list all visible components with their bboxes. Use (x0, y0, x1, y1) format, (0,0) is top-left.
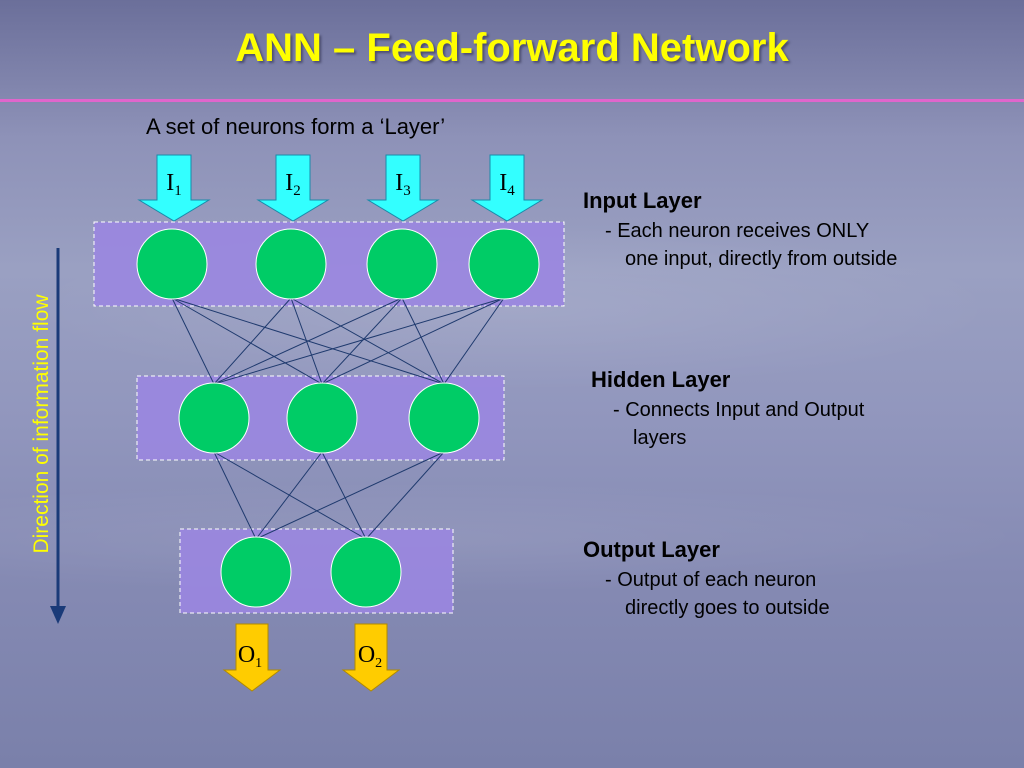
input-label-main: I (395, 170, 403, 196)
input-label-sub: 2 (293, 183, 301, 199)
hidden-neurons (178, 382, 480, 454)
input-neuron (136, 228, 208, 300)
output-neuron (220, 536, 292, 608)
hidden-neuron (286, 382, 358, 454)
hidden-neuron (178, 382, 250, 454)
svg-text:I1: I1 (166, 170, 182, 199)
slide-title: ANN – Feed-forward Network (235, 26, 789, 70)
svg-text:O1: O1 (238, 642, 262, 671)
output-label-main: O (238, 642, 255, 668)
input-neurons (136, 228, 540, 300)
input-label-sub: 1 (174, 183, 182, 199)
input-neuron (366, 228, 438, 300)
input-layer-description: Input Layer - Each neuron receives ONLY … (583, 188, 897, 271)
output-neuron (330, 536, 402, 608)
input-arrow-4: I4 (470, 154, 544, 222)
input-arrow-3: I3 (366, 154, 440, 222)
connections-input-hidden (171, 297, 505, 385)
output-label-sub: 1 (255, 656, 262, 671)
hidden-layer-line2: layers (633, 427, 687, 449)
subtitle: A set of neurons form a ‘Layer’ (146, 114, 446, 139)
input-layer-heading: Input Layer (583, 188, 702, 213)
connections-hidden-output (213, 451, 445, 540)
title-divider (0, 99, 1024, 102)
flow-arrow (50, 248, 66, 624)
input-layer-line1: - Each neuron receives ONLY (605, 220, 870, 242)
hidden-layer-heading: Hidden Layer (591, 367, 731, 392)
output-arrow-1: O1 (222, 623, 282, 692)
output-layer-heading: Output Layer (583, 537, 720, 562)
output-layer-description: Output Layer - Output of each neuron dir… (583, 537, 830, 620)
input-neuron (468, 228, 540, 300)
input-arrow-2: I2 (256, 154, 330, 222)
hidden-layer-line1: - Connects Input and Output (613, 399, 865, 421)
input-neuron (255, 228, 327, 300)
svg-text:O2: O2 (358, 642, 382, 671)
input-label-main: I (166, 170, 174, 196)
output-arrow-2: O2 (341, 623, 401, 692)
input-label-main: I (285, 170, 293, 196)
output-layer-line2: directly goes to outside (625, 597, 830, 619)
hidden-layer-description: Hidden Layer - Connects Input and Output… (591, 367, 864, 450)
output-label-main: O (358, 642, 375, 668)
input-layer-line2: one input, directly from outside (625, 248, 898, 270)
svg-text:I2: I2 (285, 170, 301, 199)
input-arrow-1: I1 (137, 154, 211, 222)
output-label-sub: 2 (375, 656, 382, 671)
hidden-neuron (408, 382, 480, 454)
input-label-sub: 3 (403, 183, 411, 199)
svg-text:I3: I3 (395, 170, 411, 199)
output-layer-line1: - Output of each neuron (605, 569, 817, 591)
output-neurons (220, 536, 402, 608)
flow-direction-text: Direction of information flow (30, 294, 53, 554)
svg-text:I4: I4 (499, 170, 515, 199)
input-label-sub: 4 (507, 183, 515, 199)
input-label-main: I (499, 170, 507, 196)
